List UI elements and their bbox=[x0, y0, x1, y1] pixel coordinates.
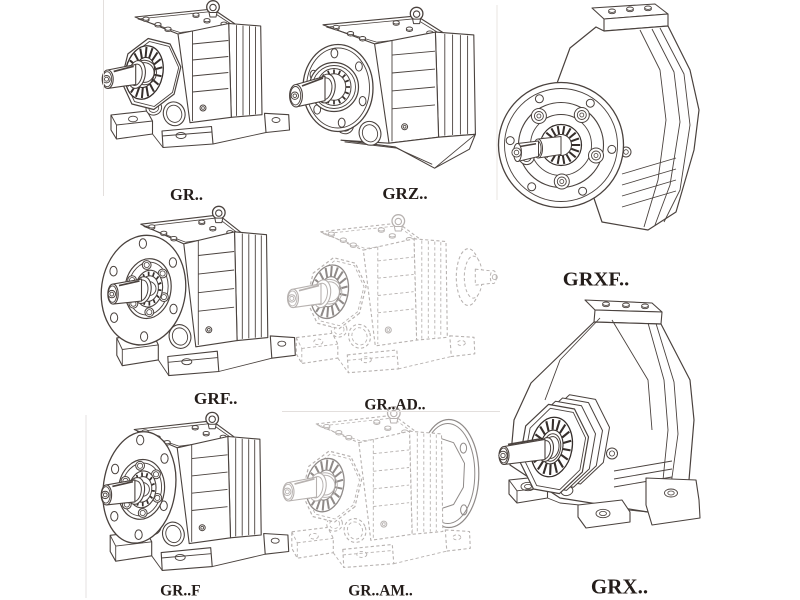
svg-text:GRF..: GRF.. bbox=[194, 389, 238, 408]
svg-text:GR..F: GR..F bbox=[160, 583, 200, 600]
svg-text:GR..: GR.. bbox=[170, 185, 203, 204]
svg-text:GRX..: GRX.. bbox=[591, 575, 648, 599]
svg-text:GRZ..: GRZ.. bbox=[382, 184, 427, 203]
svg-text:GR..AD..: GR..AD.. bbox=[364, 397, 425, 414]
svg-text:GR..AM..: GR..AM.. bbox=[348, 583, 413, 600]
svg-text:GRXF..: GRXF.. bbox=[563, 269, 629, 291]
